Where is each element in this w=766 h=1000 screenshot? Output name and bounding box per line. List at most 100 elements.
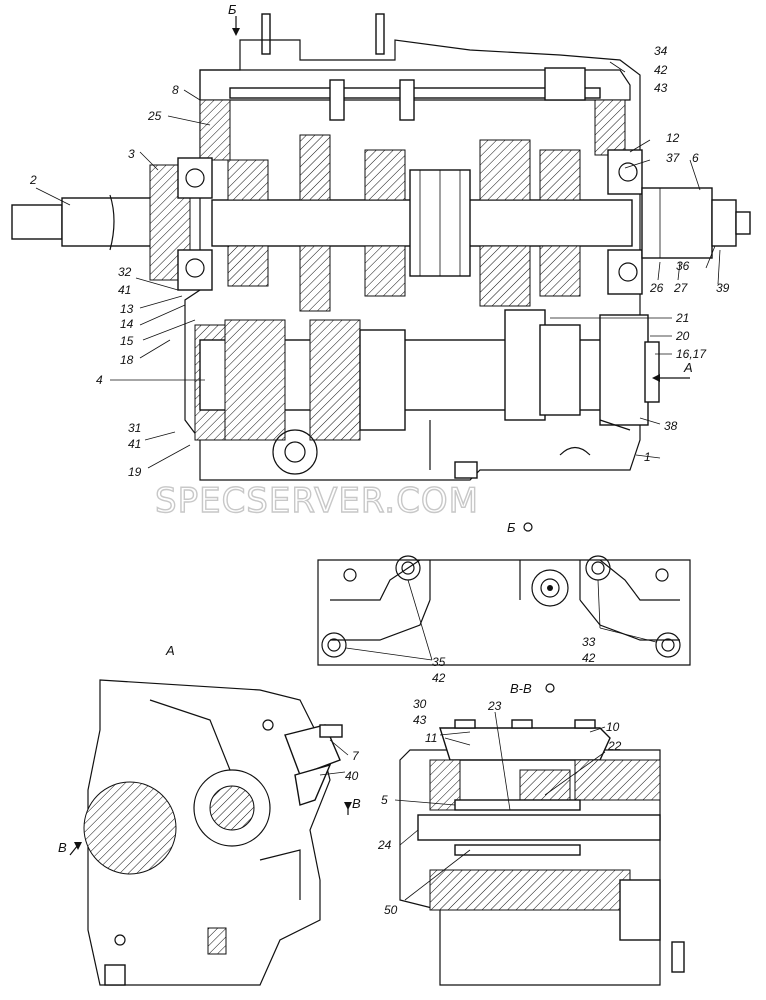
callout-16-17: 16,17 bbox=[676, 347, 707, 361]
callout-50: 50 bbox=[384, 903, 398, 917]
main-section-view bbox=[11, 13, 751, 481]
gear-3-top bbox=[479, 139, 531, 201]
callout-35: 35 bbox=[432, 655, 446, 669]
callouts: 34 42 43 8 25 3 12 37 6 2 32 41 13 14 15… bbox=[29, 44, 730, 917]
front-wall-upper bbox=[199, 99, 231, 161]
input-shaft-spline bbox=[11, 204, 63, 240]
view-b-title: Б bbox=[507, 520, 516, 535]
section-vv-wall-right bbox=[574, 759, 661, 801]
section-vv-cover bbox=[439, 727, 611, 761]
callout-26: 26 bbox=[649, 281, 664, 295]
section-marker-icon bbox=[523, 522, 533, 532]
view-b-outline bbox=[317, 559, 691, 666]
callout-15: 15 bbox=[120, 334, 134, 348]
callout-27: 27 bbox=[673, 281, 689, 295]
callout-40: 40 bbox=[345, 769, 359, 783]
shift-fork-2 bbox=[399, 79, 415, 121]
shift-rail bbox=[229, 87, 601, 99]
bolt-head-icon bbox=[655, 632, 681, 658]
view-arrow-icon bbox=[232, 16, 240, 36]
view-a-bore-outer bbox=[193, 769, 271, 847]
view-a-plug bbox=[207, 927, 227, 955]
watermark-text: SPECSERVER.COM bbox=[155, 481, 479, 521]
output-flange bbox=[641, 187, 713, 259]
gear-input-bottom bbox=[227, 245, 269, 287]
synchro-bottom-1 bbox=[299, 245, 331, 312]
view-a-bore-inner bbox=[209, 785, 255, 831]
section-vv-title: В-В bbox=[510, 681, 532, 696]
callout-42: 42 bbox=[654, 63, 668, 77]
callout-41: 41 bbox=[118, 283, 131, 297]
callout-3: 3 bbox=[128, 147, 135, 161]
view-arrow-icon bbox=[652, 374, 690, 382]
rear-bearing-top bbox=[607, 149, 643, 195]
oil-drain-circle bbox=[272, 429, 318, 475]
callout-22: 22 bbox=[607, 739, 622, 753]
synchro-top-1 bbox=[299, 134, 331, 201]
countershaft-gear-2 bbox=[309, 319, 361, 441]
view-b bbox=[317, 555, 691, 666]
callout-39: 39 bbox=[716, 281, 730, 295]
callout-10: 10 bbox=[606, 720, 620, 734]
view-a-section-right: В bbox=[352, 796, 361, 811]
rear-bearing-bottom bbox=[607, 249, 643, 295]
gear-4-bottom bbox=[539, 245, 581, 297]
rear-cover-plate bbox=[644, 341, 660, 403]
callout-43-b: 43 bbox=[413, 713, 427, 727]
callout-12: 12 bbox=[666, 131, 680, 145]
section-vv-bearing-bottom bbox=[454, 844, 581, 856]
gear-2-top bbox=[364, 149, 406, 201]
callout-21: 21 bbox=[675, 311, 689, 325]
view-a-section-left: В bbox=[58, 840, 67, 855]
output-nut bbox=[711, 199, 737, 247]
vent-tube-right bbox=[375, 13, 385, 55]
section-vv bbox=[394, 711, 685, 986]
drain-plug bbox=[454, 461, 478, 479]
magnet-window bbox=[559, 446, 591, 456]
section-marker-icon bbox=[69, 842, 82, 856]
callout-20: 20 bbox=[675, 329, 690, 343]
section-marker-icon bbox=[344, 802, 352, 815]
view-a bbox=[83, 679, 349, 986]
countershaft-rear-bearing bbox=[599, 314, 649, 426]
callout-4: 4 bbox=[96, 373, 103, 387]
callout-19: 19 bbox=[128, 465, 142, 479]
callout-14: 14 bbox=[120, 317, 134, 331]
vent-tube-left bbox=[261, 13, 271, 55]
section-vv-block bbox=[519, 769, 571, 806]
callout-2: 2 bbox=[29, 173, 37, 187]
gear-4-top bbox=[539, 149, 581, 201]
gearbox-housing bbox=[184, 39, 641, 481]
breather-boss bbox=[531, 569, 569, 607]
callout-24: 24 bbox=[377, 838, 392, 852]
callout-32: 32 bbox=[118, 265, 132, 279]
section-vv-bearing-top bbox=[454, 799, 581, 811]
callout-13: 13 bbox=[120, 302, 134, 316]
gear-2-bottom bbox=[364, 245, 406, 297]
countershaft-gear-4 bbox=[504, 309, 546, 421]
view-a-bore-left bbox=[83, 781, 177, 875]
callout-1: 1 bbox=[644, 450, 651, 464]
callout-7: 7 bbox=[352, 749, 360, 763]
section-vv-seal bbox=[619, 879, 661, 941]
callout-34: 34 bbox=[654, 44, 668, 58]
callout-31: 31 bbox=[128, 421, 141, 435]
view-a-title: А bbox=[165, 643, 175, 658]
front-bearing-top bbox=[177, 157, 213, 199]
callout-18: 18 bbox=[120, 353, 134, 367]
callout-33: 33 bbox=[582, 635, 596, 649]
countershaft-gear-5 bbox=[539, 324, 581, 416]
callout-23: 23 bbox=[487, 699, 502, 713]
shaft-break-line bbox=[109, 194, 115, 251]
callout-8: 8 bbox=[172, 83, 179, 97]
callout-43: 43 bbox=[654, 81, 668, 95]
shift-fork-1 bbox=[329, 79, 345, 121]
bolt-head-icon bbox=[321, 632, 347, 658]
output-shaft-end bbox=[735, 211, 751, 235]
view-a-arrow-label: А bbox=[683, 360, 693, 375]
shift-detent-block bbox=[544, 67, 586, 101]
callout-41-lower: 41 bbox=[128, 437, 141, 451]
section-vv-lower-hatch bbox=[429, 869, 631, 911]
callout-37: 37 bbox=[666, 151, 681, 165]
